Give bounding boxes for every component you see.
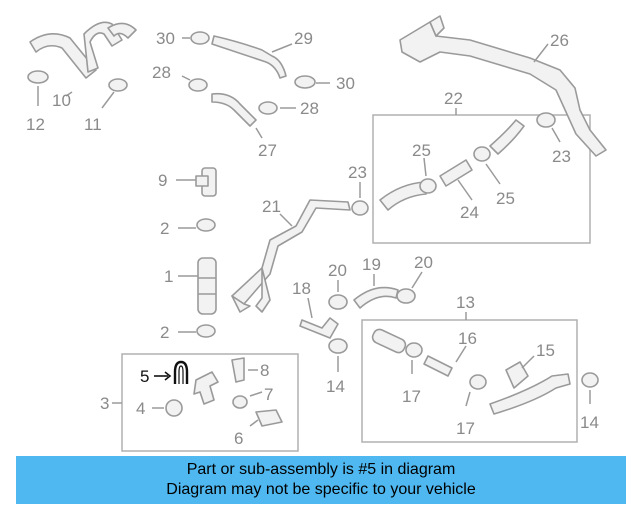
hose-19 [353,286,399,309]
callout-16: 16 [458,329,477,348]
clamp-12 [27,70,49,84]
callout-20b: 20 [414,253,433,272]
clamp-30b [294,75,316,89]
callout-19: 19 [362,255,381,274]
callout-13: 13 [456,293,475,312]
callout-20a: 20 [328,261,347,280]
clamp-23b [536,112,556,128]
callout-25a: 25 [412,141,431,160]
callout-17b: 17 [456,419,475,438]
callout-3: 3 [100,394,109,413]
hose-15 [489,361,571,415]
callout-21: 21 [262,197,281,216]
callout-24: 24 [460,203,479,222]
callout-2b: 2 [160,323,169,342]
callout-29: 29 [294,29,313,48]
bracket-26 [399,15,607,157]
fitting-24 [439,159,473,187]
callout-10: 10 [52,91,71,110]
clamp-2b [196,324,216,338]
parts-diagram: 10 12 11 30 29 30 28 28 27 26 22 25 25 2… [26,15,607,452]
clamp-14b [581,372,599,388]
clamp-17a [405,342,423,358]
callout-26: 26 [550,31,569,50]
callout-15: 15 [536,341,555,360]
hose-13a [371,328,407,354]
clamp-28a [188,78,208,92]
hose-25-right [489,119,525,155]
callout-12: 12 [26,115,45,134]
callout-23b: 23 [552,147,571,166]
clamp-11 [108,78,128,92]
callout-2a: 2 [160,219,169,238]
clamp-23a [351,200,369,216]
box-13 [361,319,578,443]
fitting-9 [195,167,217,197]
banner-line-1: Part or sub-assembly is #5 in diagram [186,461,456,478]
callout-25b: 25 [496,189,515,208]
fitting-6 [255,409,283,427]
clamp-25a [419,178,437,194]
callout-17a: 17 [402,387,421,406]
clamp-20a [328,294,348,310]
clip-8 [231,357,245,383]
pipe-21 [231,199,351,313]
clamp-14a [328,338,348,354]
callout-14a: 14 [326,377,345,396]
callout-14b: 14 [580,413,599,432]
callout-27: 27 [258,141,277,160]
hose-10 [29,21,137,79]
callout-1: 1 [164,267,173,286]
box-22 [372,114,591,244]
callout-6: 6 [234,429,243,448]
tee-fitting [193,371,219,405]
clamp-2a [196,218,216,232]
hose-29 [211,35,287,79]
callout-28a: 28 [152,63,171,82]
fitting-16 [423,355,453,377]
fitting-18 [299,317,339,339]
hose-27 [211,92,257,127]
pipe-1 [197,257,217,315]
hose-25-left [379,181,427,211]
callout-30a: 30 [156,29,175,48]
callout-22: 22 [444,89,463,108]
callout-4: 4 [136,399,145,418]
callout-30b: 30 [336,74,355,93]
callout-5: 5 [140,367,149,386]
washer-4 [165,399,183,417]
callout-8: 8 [260,361,269,380]
oring-7 [232,395,248,409]
callout-11: 11 [84,115,102,134]
callout-23a: 23 [348,163,367,182]
info-banner: Part or sub-assembly is #5 in diagram Di… [16,456,626,504]
clamp-17b [469,374,487,390]
clamp-30a [190,31,210,45]
callout-9: 9 [158,171,167,190]
callout-18: 18 [292,279,311,298]
hose-5-highlighted [173,360,189,384]
banner-line-2: Diagram may not be specific to your vehi… [166,481,476,498]
clamp-28b [258,101,278,115]
clamp-25b [473,146,491,162]
clamp-20b [396,288,416,304]
callout-28b: 28 [300,99,319,118]
callout-7: 7 [264,385,273,404]
